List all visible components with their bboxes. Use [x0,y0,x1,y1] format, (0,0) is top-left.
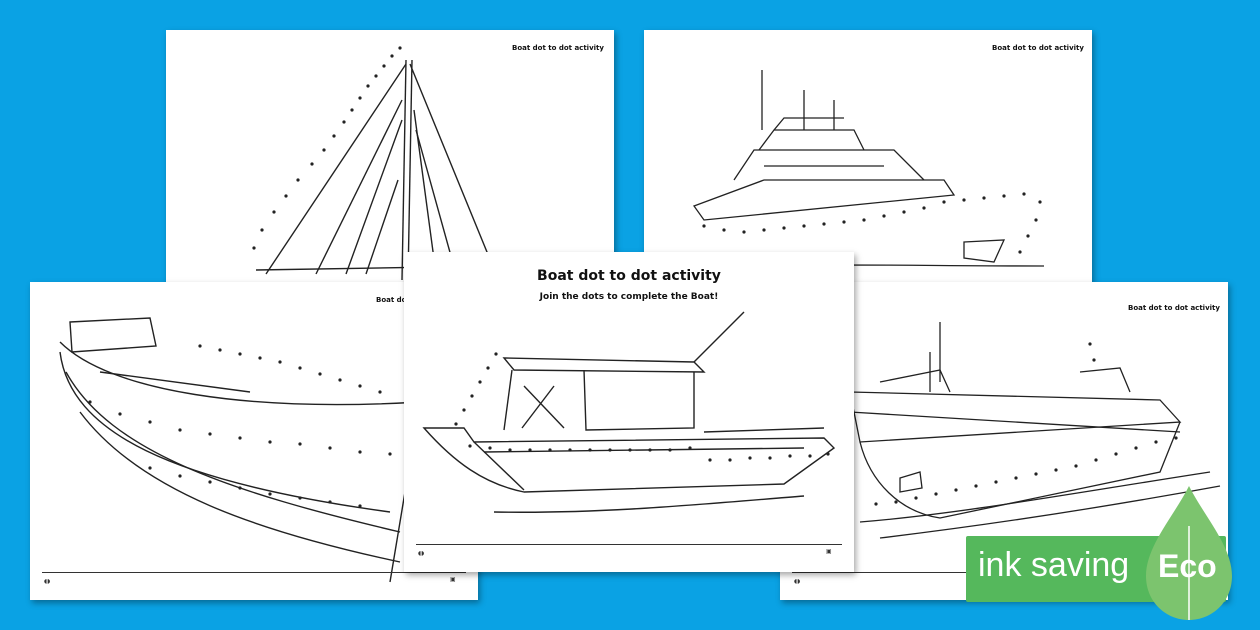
leaf-icon [1146,486,1232,620]
worksheet-yacht: Boat dot to dot activity [644,30,1092,282]
publisher-badge-icon: ▣ [450,576,456,583]
publisher-logo-icon: ◖◗ [794,578,801,585]
publisher-logo-icon: ◖◗ [418,550,425,557]
dot-sequence [702,192,1042,254]
page-title: Boat dot to dot activity [537,268,721,284]
ink-saving-label: ink saving [978,546,1130,584]
dot-sequence [454,352,830,462]
dot-sequence [874,342,1178,506]
footer-line [416,544,842,545]
sailboat-drawing [252,46,497,281]
dot-sequence [88,344,392,508]
worksheet-fishing-boat: Boat dot to dot activity Join the dots t… [404,252,854,572]
dot-sequence [252,46,402,250]
worksheet-sailboat: Boat dot to dot activity [166,30,614,282]
publisher-logo-icon: ◖◗ [44,578,51,585]
yacht-drawing [692,70,1045,271]
ferry-drawing [849,322,1221,539]
sheet-header: Boat dot to dot activity [992,44,1084,52]
worksheet-rowboat: Boat dot to dot activity [30,282,478,600]
page-subtitle: Join the dots to complete the Boat! [539,292,719,302]
footer-line [42,572,466,573]
fishing-boat-drawing [422,311,836,513]
sheet-header: Boat dot to dot activity [512,44,604,52]
eco-label: Eco [1158,548,1217,584]
publisher-badge-icon: ▣ [826,548,832,555]
sheet-header: Boat dot to dot activity [1128,304,1220,312]
